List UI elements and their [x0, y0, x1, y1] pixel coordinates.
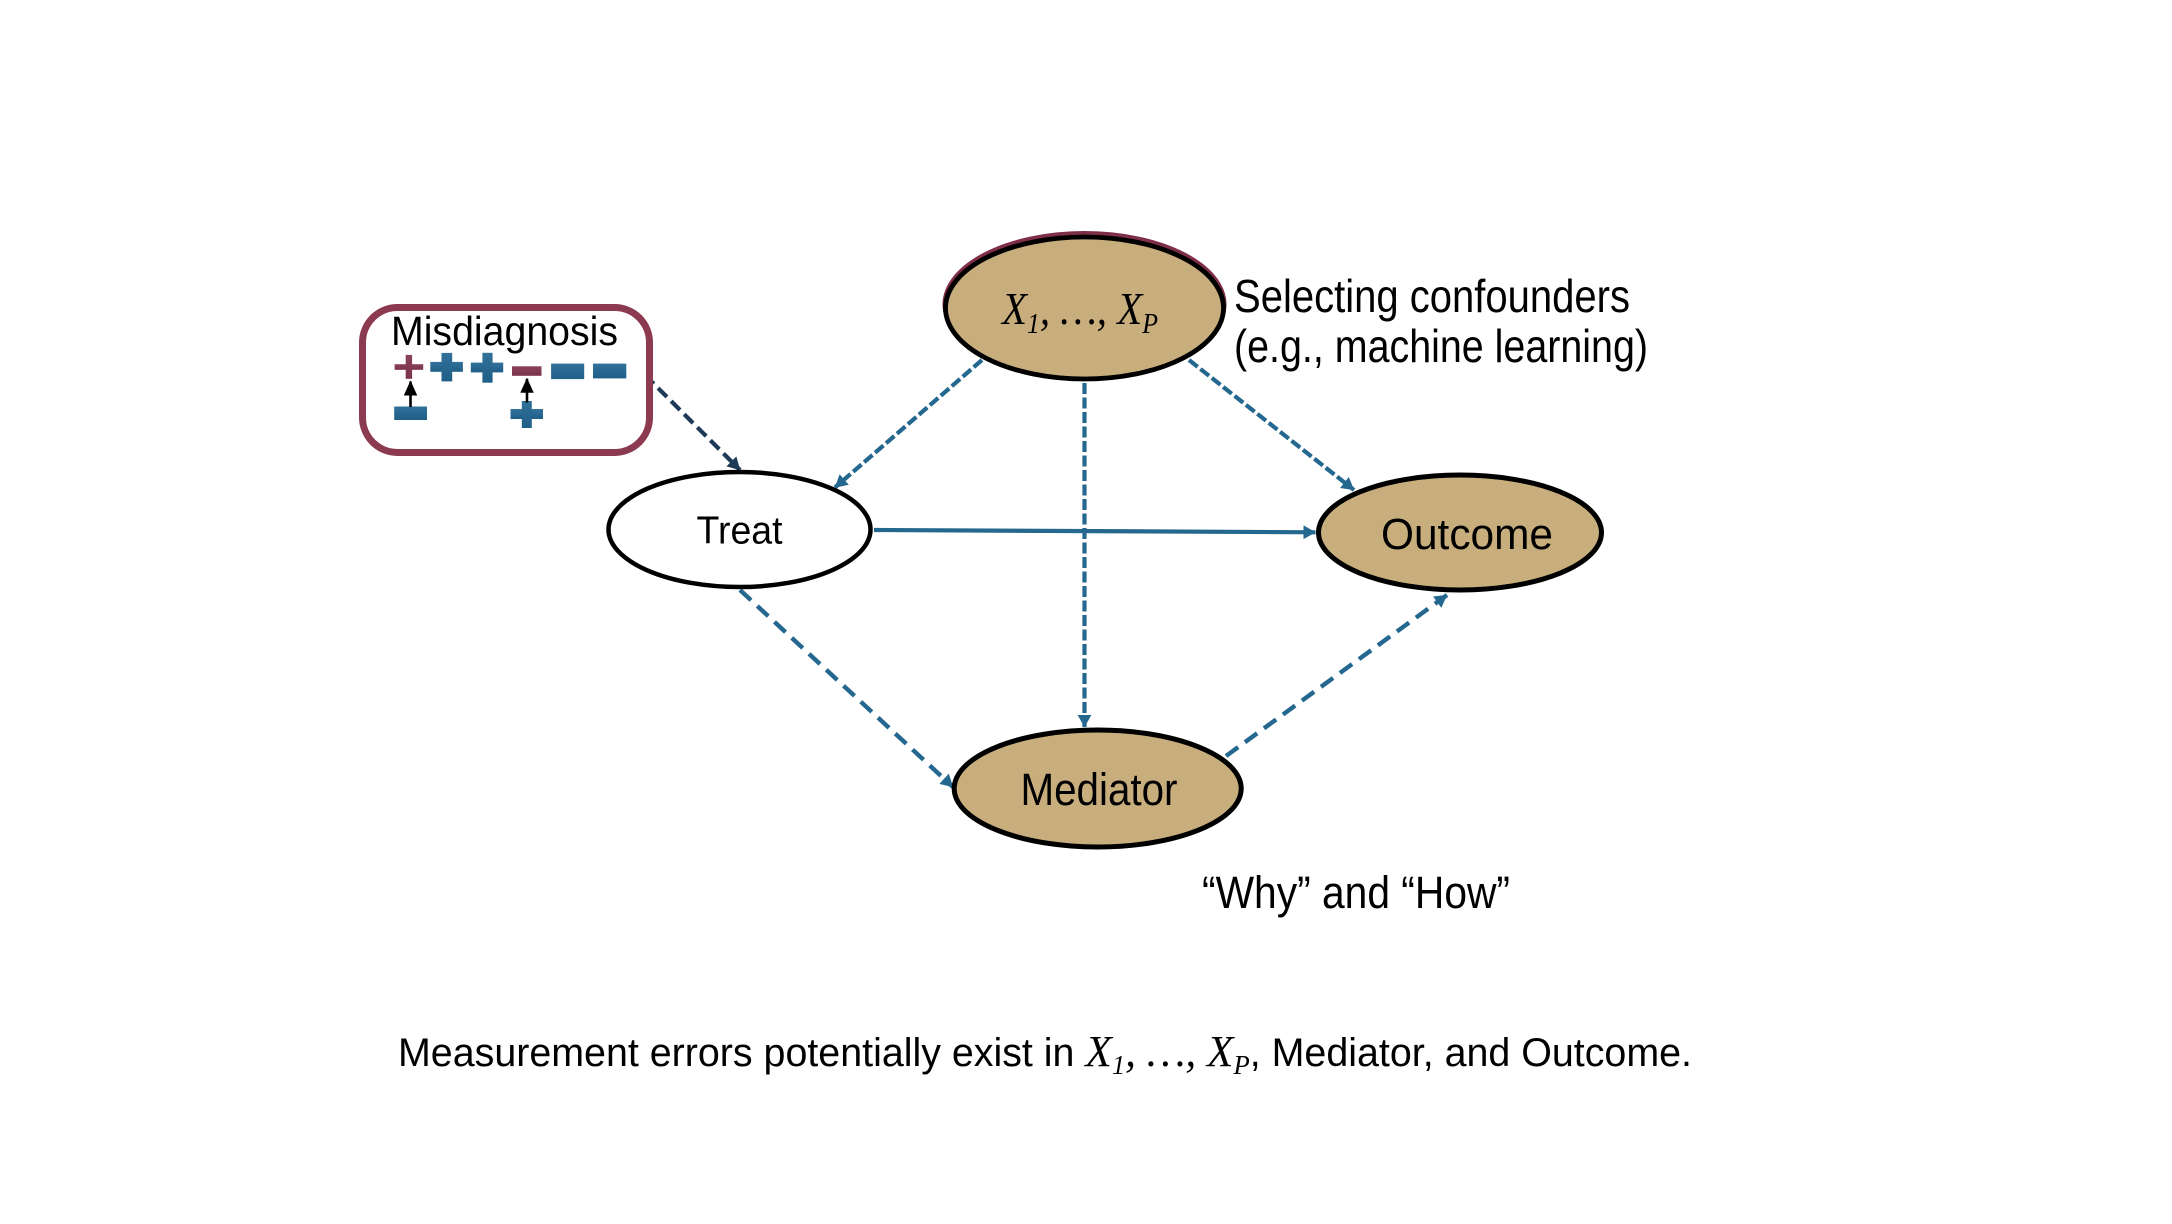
svg-text:Misdiagnosis: Misdiagnosis [391, 308, 618, 354]
svg-text:Measurement errors potentially: Measurement errors potentially exist in … [398, 1027, 1692, 1080]
svg-text:Outcome: Outcome [1381, 511, 1553, 559]
svg-text:Treat: Treat [697, 510, 783, 553]
svg-text:Mediator: Mediator [1021, 764, 1178, 815]
svg-text:Selecting confounders: Selecting confounders [1234, 270, 1630, 322]
svg-text:(e.g., machine learning): (e.g., machine learning) [1234, 320, 1648, 372]
svg-text:“Why” and “How”: “Why” and “How” [1202, 867, 1510, 918]
svg-text:X1, …, XP: X1, …, XP [1000, 283, 1158, 340]
